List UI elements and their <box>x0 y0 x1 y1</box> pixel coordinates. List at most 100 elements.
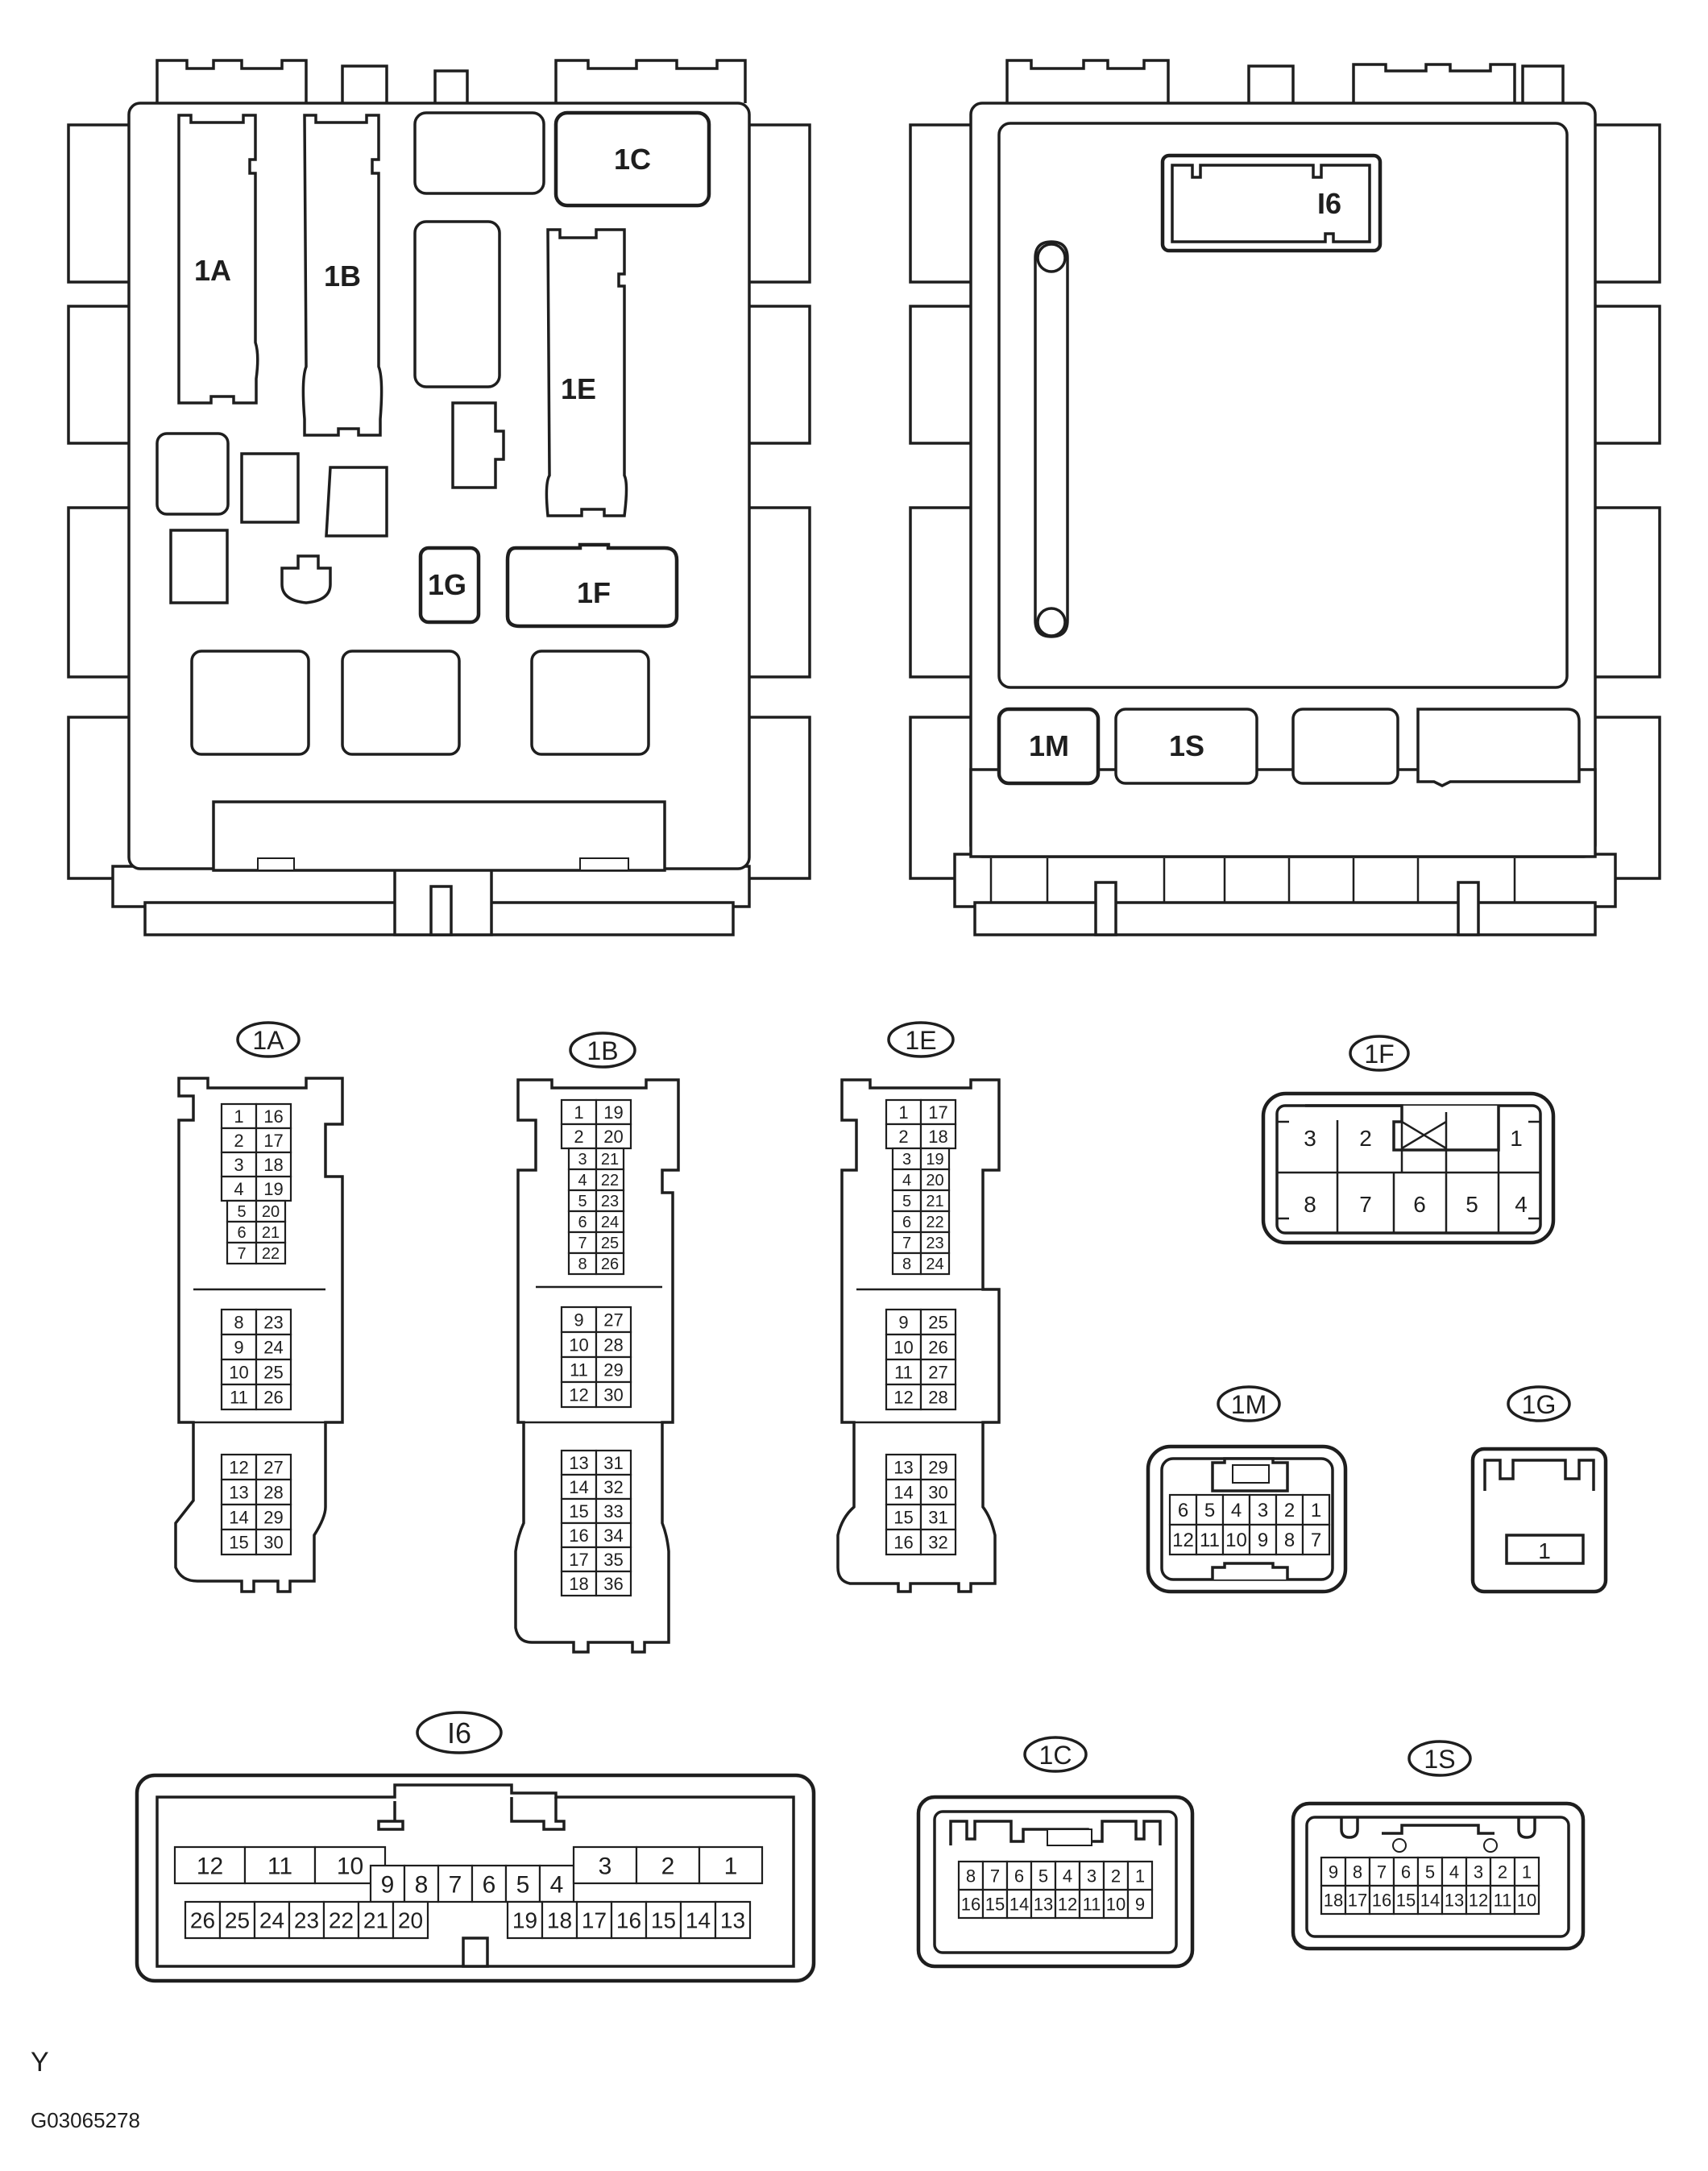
connector-1E-pin-label: 10 <box>893 1337 913 1357</box>
connector-1A-pin-label: 13 <box>229 1482 248 1502</box>
connector-1E-pin-label: 29 <box>928 1457 947 1477</box>
connector-1E-pin-cell <box>919 1168 951 1192</box>
connector-1E-pin-cell <box>891 1231 922 1255</box>
connector-1S-pin-label: 10 <box>1517 1890 1536 1910</box>
box-label-1G: 1G <box>428 568 466 601</box>
connector-1A-pin-cell <box>255 1503 292 1531</box>
connector-I6-pin-cell <box>541 1900 578 1940</box>
connector-1A-pin-label: 6 <box>237 1224 246 1242</box>
connector-1B-pin-label: 2 <box>574 1127 583 1147</box>
connector-1S-pin-cell <box>1416 1884 1444 1916</box>
connector-1B-pin-label: 3 <box>578 1151 587 1169</box>
connector-1E-pin-label: 26 <box>928 1337 947 1357</box>
connector-1A-pin-label: 10 <box>229 1362 248 1382</box>
connector-1C-pin-cell <box>1005 1860 1033 1891</box>
connector-1B-pin-label: 17 <box>569 1550 588 1570</box>
connector-1S-pin-label: 11 <box>1494 1890 1512 1910</box>
connector-1E-pin-cell <box>919 1231 951 1255</box>
connector-1C-pin-label: 14 <box>1009 1894 1029 1914</box>
connector-1A-pin-cell <box>220 1102 258 1130</box>
connector-I6-pin-label: 4 <box>550 1871 564 1898</box>
connector-1A-pin-label: 17 <box>263 1131 283 1151</box>
connector-1A-pin-label: 29 <box>263 1507 283 1527</box>
connector-1A-pin-label: 25 <box>263 1362 283 1382</box>
connector-1B-pin-label: 27 <box>603 1310 623 1330</box>
connector-1C-pin-cell <box>1078 1860 1105 1891</box>
connector-1E-pin-cell <box>919 1528 957 1556</box>
connector-I6-pin-label: 6 <box>483 1871 496 1898</box>
connector-1A-pin-cell <box>255 1453 292 1481</box>
connector-1A-pin-label: 8 <box>234 1312 243 1332</box>
connector-1B-pin-label: 1 <box>574 1102 583 1123</box>
connector-1S-pin-label: 5 <box>1425 1862 1435 1882</box>
connector-1S-pin-cell <box>1489 1884 1516 1916</box>
connector-1B-pin-label: 15 <box>569 1501 588 1521</box>
connector-1A-pin-label: 28 <box>263 1482 283 1502</box>
connector-1A-pin-label: 3 <box>234 1155 243 1175</box>
connector-I6-pin-label: 18 <box>547 1908 572 1933</box>
connector-1B-pin-label: 12 <box>569 1384 588 1405</box>
connector-I6-pin-label: 5 <box>516 1871 530 1898</box>
right-junction-block-view: I6 1M 1S <box>909 59 1661 936</box>
connector-1E-pin-label: 16 <box>893 1532 913 1552</box>
connector-1B-pin-label: 32 <box>603 1477 623 1497</box>
connector-I6-pin-cell <box>184 1900 222 1940</box>
connector-I6-pin-label: 8 <box>415 1871 429 1898</box>
connector-1B-pin-label: 19 <box>603 1102 623 1123</box>
connector-1S-pin-label: 4 <box>1449 1862 1459 1882</box>
connector-1B-pin-label: 23 <box>601 1193 619 1210</box>
connector-1S-pin-cell <box>1441 1856 1468 1887</box>
connector-I6-pin-label: 3 <box>599 1853 612 1879</box>
connector-I6-pin-cell <box>575 1900 613 1940</box>
connector-1E-pin-label: 7 <box>902 1235 911 1252</box>
connector-1A-pin-label: 15 <box>229 1532 248 1552</box>
connector-1A-pin-label: 24 <box>263 1337 283 1357</box>
connector-1F-pin: 2 <box>1359 1126 1372 1151</box>
connector-1C-pin-label: 2 <box>1111 1866 1121 1886</box>
connector-I6-pin-cell <box>173 1845 247 1885</box>
connector-I6-pin-label: 12 <box>197 1853 223 1879</box>
connector-1E-pin-label: 17 <box>928 1102 947 1123</box>
connector-1M-pin-label: 11 <box>1200 1530 1220 1551</box>
connector-1A-pin-cell <box>255 1151 292 1178</box>
connector-1S-title: 1S <box>1424 1745 1455 1774</box>
connector-1E-pin-label: 6 <box>902 1214 911 1231</box>
connector-1S-pin-label: 18 <box>1324 1890 1343 1910</box>
connector-1B-pin-label: 26 <box>601 1256 619 1273</box>
connector-1M-pin-cell <box>1221 1523 1251 1556</box>
connector-1C-pin-label: 3 <box>1087 1866 1097 1886</box>
connector-1B-pin-cell <box>567 1231 598 1255</box>
connector-1C-title: 1C <box>1039 1741 1072 1770</box>
connector-I6-pin-label: 26 <box>190 1908 215 1933</box>
connector-1S-pin-label: 14 <box>1420 1890 1440 1910</box>
connector-1B-pin-cell <box>595 1570 632 1597</box>
connector-1E-pin-label: 8 <box>902 1256 911 1273</box>
connector-1M-pin-cell <box>1275 1493 1304 1526</box>
connector-1E-pin-cell <box>919 1333 957 1361</box>
connector-1S-pin-cell <box>1320 1884 1347 1916</box>
connector-1B-pin-cell <box>595 1231 625 1255</box>
connector-1C-pin-label: 12 <box>1058 1894 1077 1914</box>
connector-1F-pin: 8 <box>1304 1192 1316 1217</box>
box-label-1E: 1E <box>561 372 596 405</box>
connector-1F-pin: 3 <box>1304 1126 1316 1151</box>
connector-I6-pin-cell <box>714 1900 752 1940</box>
connector-I6-pin-label: 13 <box>720 1908 745 1933</box>
connector-1E-pin-label: 19 <box>926 1151 943 1169</box>
connector-I6-pin-cell <box>698 1845 764 1885</box>
connector-1E-pin-label: 30 <box>928 1482 947 1502</box>
connector-I6-pin-label: 7 <box>449 1871 462 1898</box>
connector-1M-pin-cell <box>1221 1493 1251 1526</box>
connector-1E-pin-cell <box>885 1453 922 1481</box>
connector-1B-pin-label: 20 <box>603 1127 623 1147</box>
connector-1C-pin-label: 13 <box>1034 1894 1053 1914</box>
